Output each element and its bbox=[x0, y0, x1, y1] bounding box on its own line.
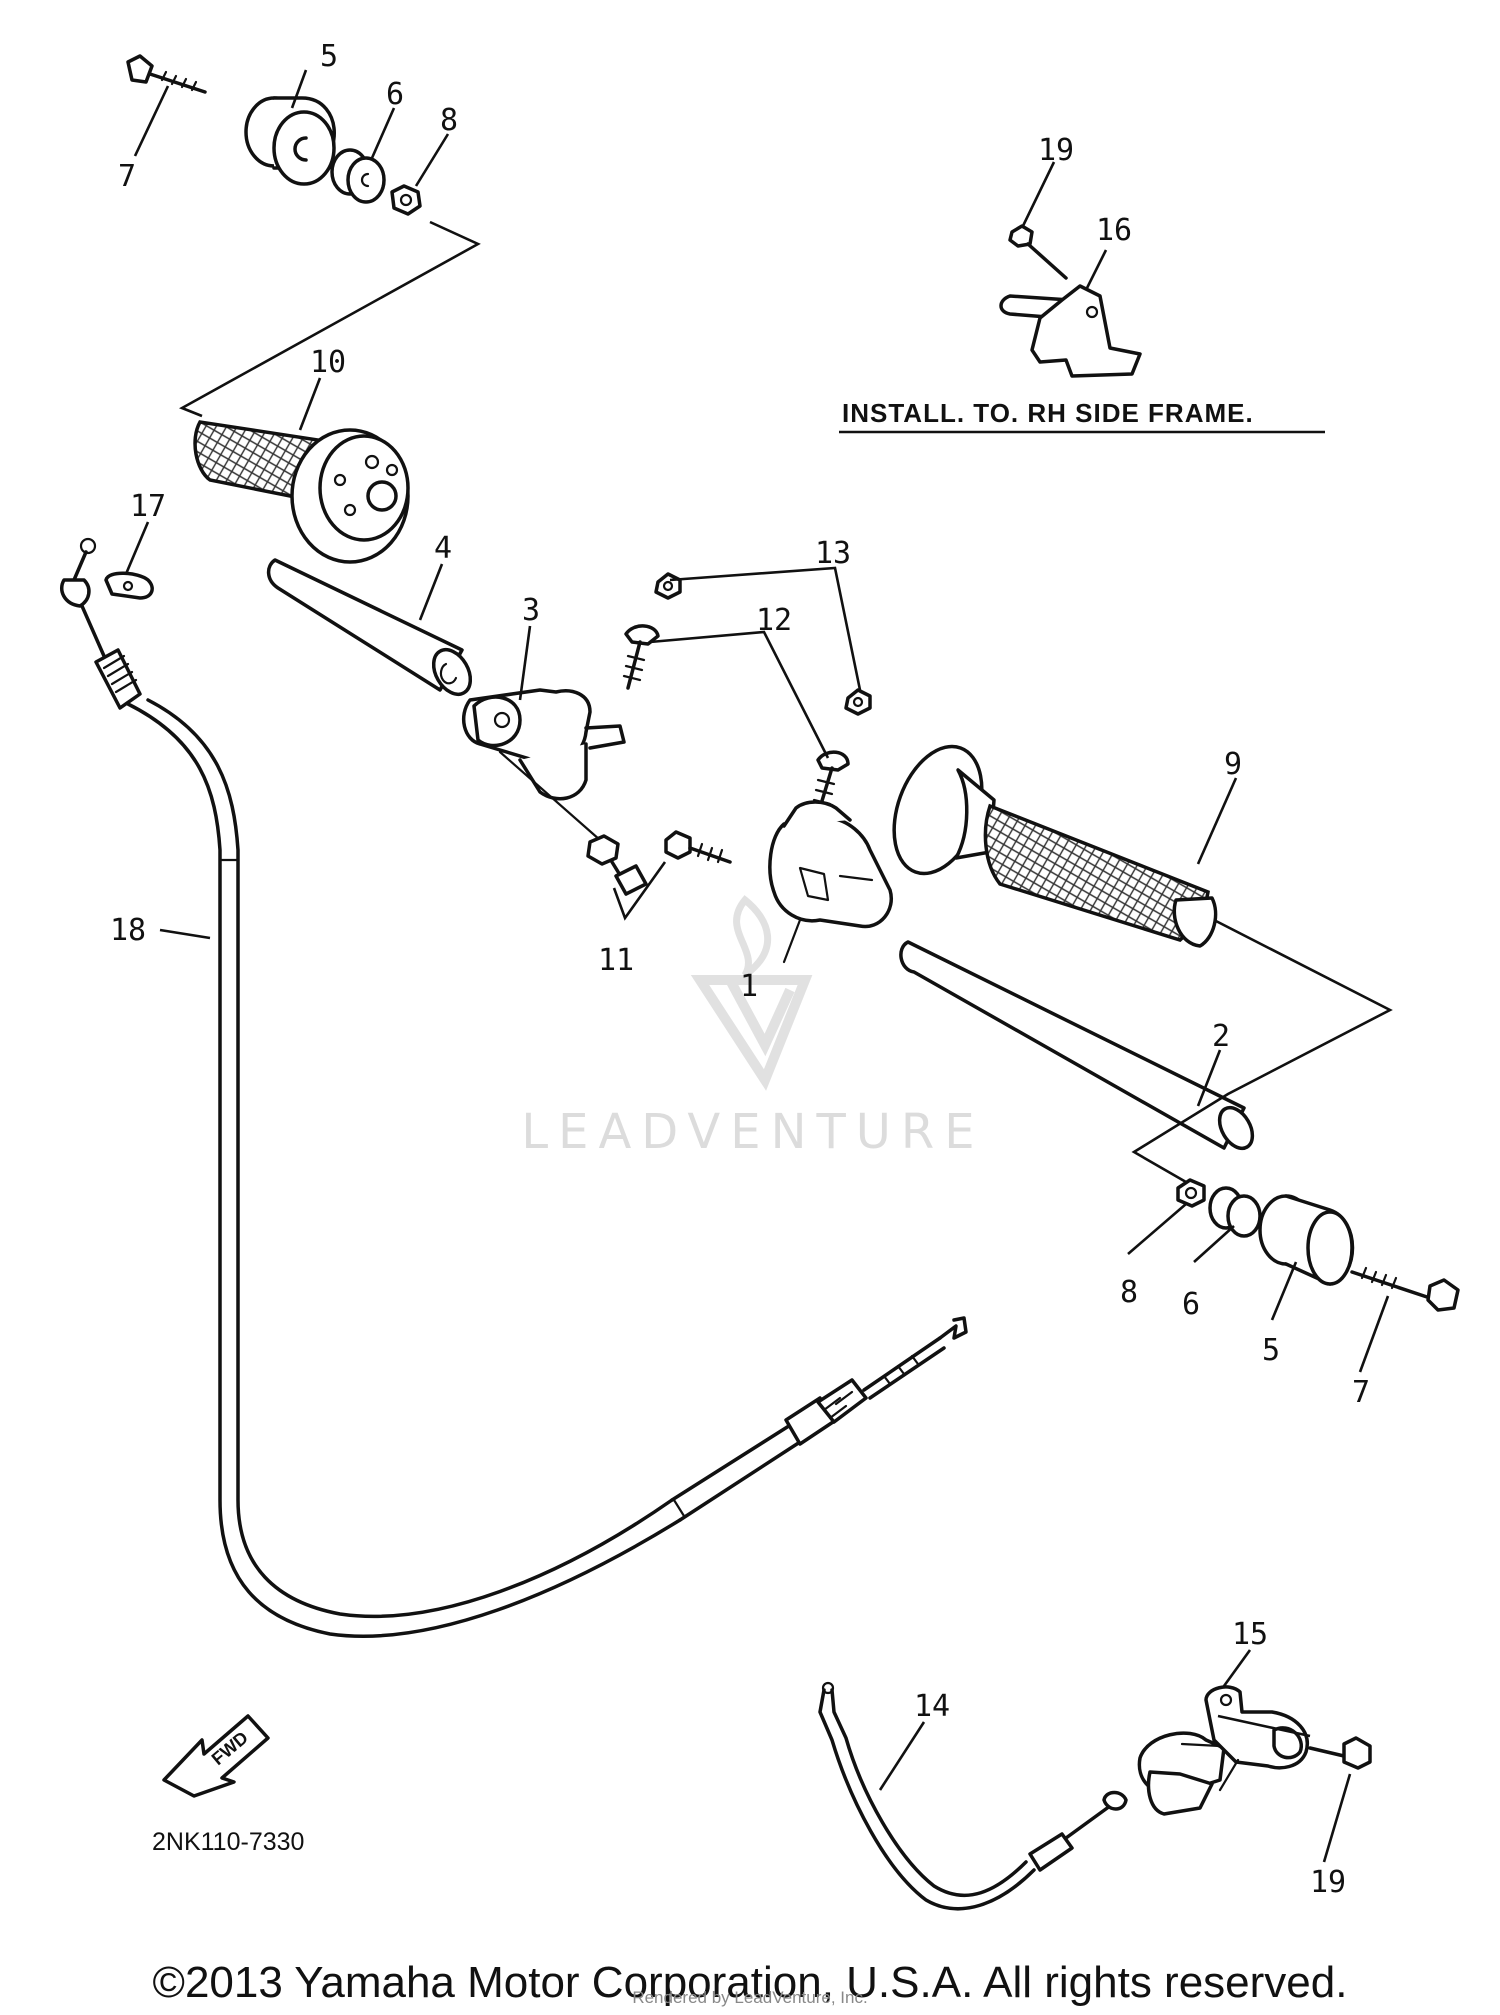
screw-12-upper bbox=[622, 624, 660, 690]
collar-6-top bbox=[330, 148, 386, 204]
callout-16: 16 bbox=[1096, 213, 1132, 248]
lever-assembly-15 bbox=[1137, 1685, 1309, 1816]
callout-labels: 5 6 8 7 10 17 4 3 13 12 19 16 9 11 1 2 8… bbox=[110, 39, 1370, 1900]
callout-4: 4 bbox=[434, 531, 452, 566]
cable-14 bbox=[818, 1681, 1128, 1911]
callout-12: 12 bbox=[756, 603, 792, 638]
weight-5-bottom bbox=[1258, 1194, 1355, 1286]
callout-5-bottom: 5 bbox=[1262, 1333, 1280, 1368]
callout-7-top: 7 bbox=[118, 159, 136, 194]
callout-13: 13 bbox=[815, 536, 851, 571]
callout-10: 10 bbox=[310, 345, 346, 380]
callout-6-top: 6 bbox=[386, 77, 404, 112]
watermark-text: LEADVENTURE bbox=[521, 1104, 984, 1160]
nut-13-lower bbox=[844, 688, 872, 716]
leader-15-19 bbox=[1217, 1714, 1311, 1738]
callout-leaders bbox=[124, 69, 1390, 1863]
callout-19-bottom: 19 bbox=[1310, 1865, 1346, 1900]
screw-11-left bbox=[586, 834, 648, 896]
callout-1: 1 bbox=[740, 969, 758, 1004]
install-note: INSTALL. TO. RH SIDE FRAME. bbox=[842, 398, 1254, 428]
bolt-7-top bbox=[126, 54, 207, 94]
callout-15: 15 bbox=[1232, 1617, 1268, 1652]
callout-18: 18 bbox=[110, 913, 146, 948]
callout-7-bottom: 7 bbox=[1352, 1375, 1370, 1410]
callout-9: 9 bbox=[1224, 747, 1242, 782]
bolt-19-bottom bbox=[1308, 1736, 1372, 1770]
handlebar-tube-2 bbox=[899, 940, 1255, 1151]
screw-11-right bbox=[664, 830, 732, 864]
callout-19-top: 19 bbox=[1038, 133, 1074, 168]
leader-right-group bbox=[1131, 918, 1393, 1184]
plate-17 bbox=[104, 571, 154, 600]
throttle-cable-18 bbox=[59, 537, 968, 1638]
callout-3: 3 bbox=[522, 593, 540, 628]
callout-14: 14 bbox=[914, 1689, 950, 1724]
callout-8-top: 8 bbox=[440, 103, 458, 138]
callout-6-bottom: 6 bbox=[1182, 1287, 1200, 1322]
callout-11: 11 bbox=[598, 943, 634, 978]
handlebar-grip-9 bbox=[892, 744, 1218, 948]
nut-8-bottom bbox=[1176, 1178, 1206, 1208]
leader-13 bbox=[669, 566, 862, 691]
nut-8-top bbox=[390, 184, 422, 216]
weight-5-top bbox=[244, 96, 336, 186]
throttle-grip-10 bbox=[193, 420, 410, 564]
leader-12 bbox=[649, 630, 830, 759]
callout-17: 17 bbox=[130, 489, 166, 524]
callout-8-bottom: 8 bbox=[1120, 1275, 1138, 1310]
collar-6-bottom bbox=[1208, 1186, 1262, 1238]
bolt-7-bottom bbox=[1350, 1266, 1460, 1312]
callout-5-top: 5 bbox=[320, 39, 338, 74]
rendered-by: Rendered by LeadVenture, Inc. bbox=[632, 1988, 868, 2007]
fwd-arrow: FWD bbox=[162, 1714, 270, 1798]
rh-side-frame-bracket bbox=[999, 224, 1142, 378]
leadventure-watermark: LEADVENTURE bbox=[521, 895, 984, 1160]
throttle-housing-3 bbox=[461, 688, 626, 842]
throttle-tube-4 bbox=[266, 558, 473, 697]
callout-2: 2 bbox=[1212, 1019, 1230, 1054]
diagram-code: 2NK110-7330 bbox=[152, 1828, 304, 1856]
switch-assembly-1 bbox=[768, 800, 893, 964]
nut-13-upper bbox=[654, 572, 682, 600]
copyright-notice: ©2013 Yamaha Motor Corporation, U.S.A. A… bbox=[152, 1958, 1348, 2007]
leader-11 bbox=[612, 861, 667, 921]
